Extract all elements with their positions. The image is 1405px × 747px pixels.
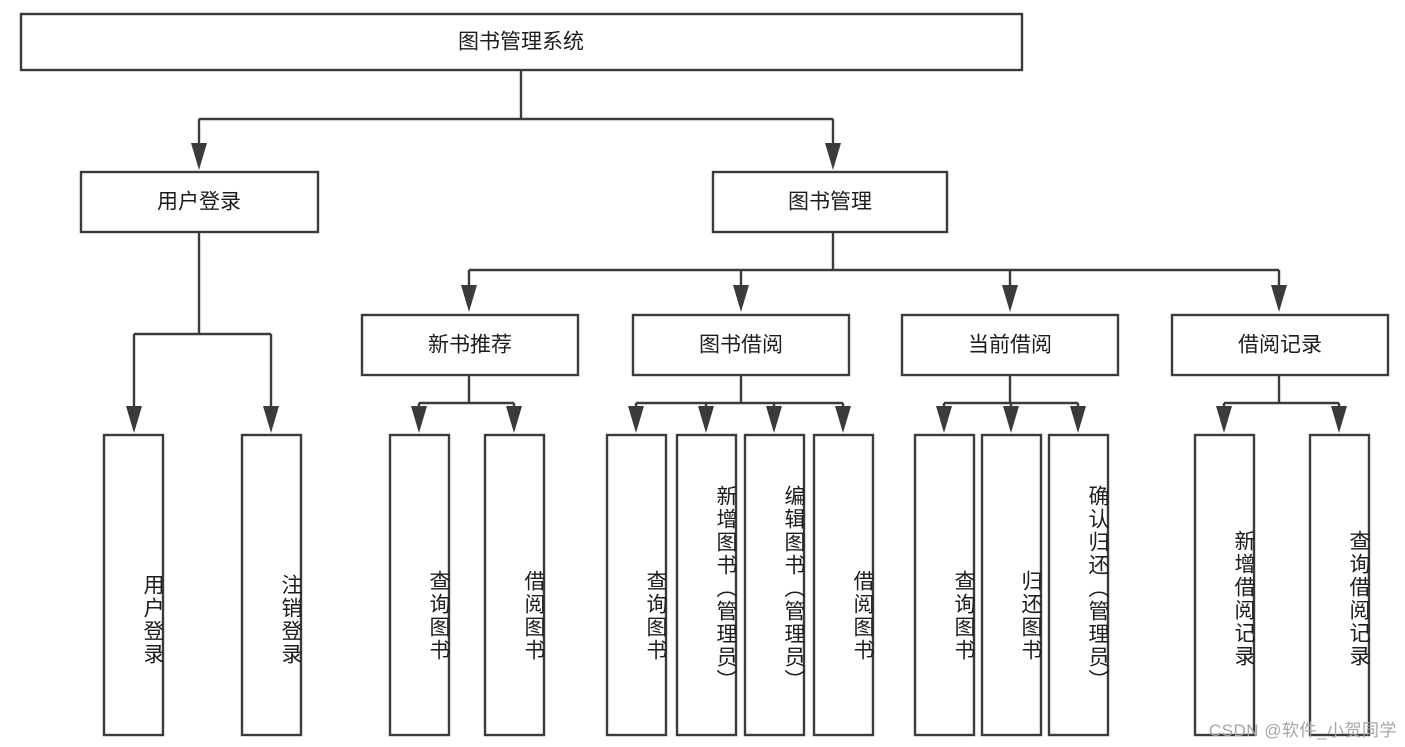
node-leaf-borrow-book-2[interactable] — [812, 433, 875, 737]
connector-borrowrecord-to-leaves — [1216, 375, 1347, 433]
node-root-label: 图书管理系统 — [458, 31, 584, 54]
connector-userlogin-to-leaves — [126, 232, 279, 433]
node-leaf-add-book[interactable] — [675, 433, 738, 737]
node-current-borrow-label: 当前借阅 — [968, 334, 1052, 357]
node-leaf-edit-book[interactable] — [743, 433, 806, 737]
node-new-book-rec-label: 新书推荐 — [428, 334, 512, 357]
node-current-borrow[interactable]: 当前借阅 — [900, 313, 1120, 377]
node-leaf-query-book-1[interactable] — [388, 433, 451, 737]
node-user-login[interactable]: 用户登录 — [79, 170, 320, 234]
node-book-borrow[interactable]: 图书借阅 — [631, 313, 851, 377]
node-leaf-add-record[interactable] — [1193, 433, 1256, 737]
node-leaf-return-book[interactable] — [980, 433, 1043, 737]
node-leaf-borrow-book-1[interactable] — [483, 433, 546, 737]
node-borrow-record[interactable]: 借阅记录 — [1170, 313, 1390, 377]
node-user-login-label: 用户登录 — [157, 191, 241, 214]
node-book-borrow-label: 图书借阅 — [699, 334, 783, 357]
node-leaf-logout[interactable] — [240, 433, 303, 737]
connector-root-to-level2 — [191, 70, 841, 170]
csdn-watermark: CSDN @软件_小贺同学 — [1208, 721, 1397, 740]
node-borrow-record-label: 借阅记录 — [1238, 334, 1322, 357]
node-book-manage-label: 图书管理 — [788, 191, 872, 214]
node-leaf-confirm-return[interactable] — [1047, 433, 1110, 737]
node-leaf-query-record[interactable] — [1308, 433, 1371, 737]
node-new-book-rec[interactable]: 新书推荐 — [360, 313, 580, 377]
leaf-boxes — [102, 433, 1371, 737]
node-leaf-query-book-2[interactable] — [605, 433, 668, 737]
connector-bookborrow-to-leaves — [628, 375, 851, 433]
node-book-manage[interactable]: 图书管理 — [711, 170, 949, 234]
connector-newbookrec-to-leaves — [411, 375, 522, 433]
node-leaf-query-book-3[interactable] — [913, 433, 976, 737]
connector-bookmanage-to-level3 — [461, 232, 1287, 312]
node-root-system[interactable]: 图书管理系统 — [19, 12, 1024, 72]
connector-currentborrow-to-leaves — [936, 375, 1086, 433]
node-leaf-user-login[interactable] — [102, 433, 165, 737]
